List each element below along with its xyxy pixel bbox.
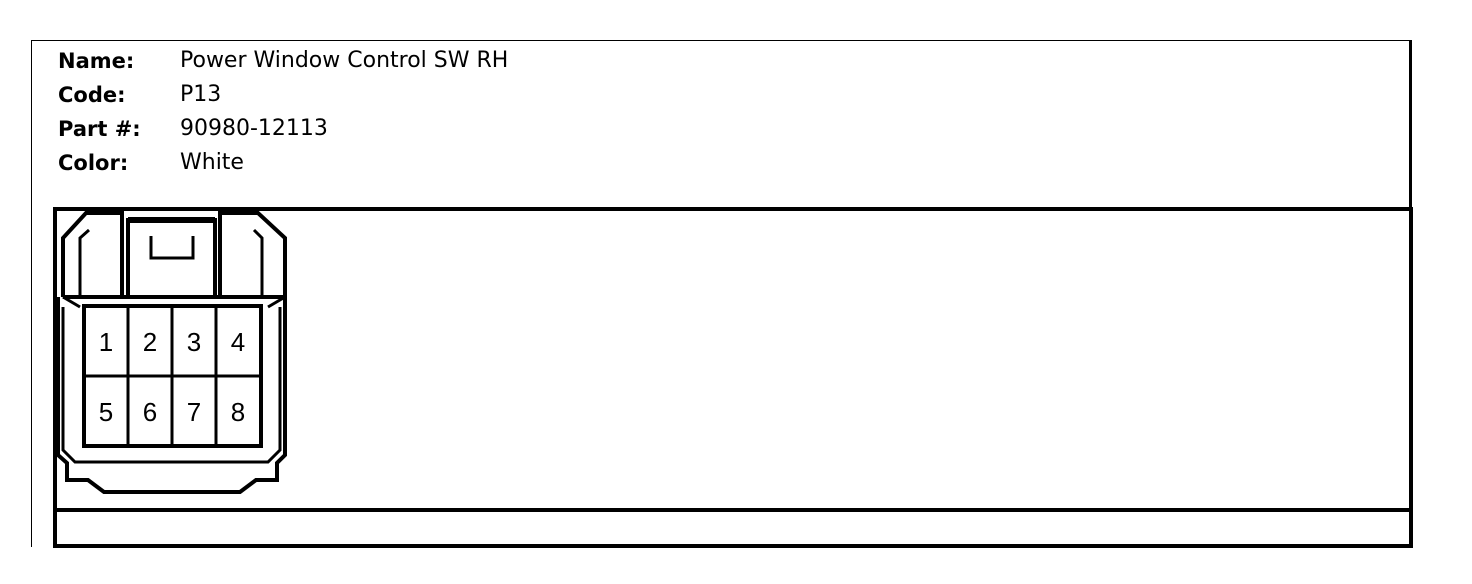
- pin-6: 6: [143, 397, 157, 427]
- center-lock-key: [149, 236, 195, 260]
- connector-housing: [56, 295, 287, 494]
- color-label: Color:: [58, 151, 129, 175]
- left-latch-inner: [78, 228, 90, 297]
- right-latch-tab: [218, 211, 287, 297]
- pin-4: 4: [231, 327, 245, 357]
- name-label: Name:: [58, 49, 135, 73]
- connector-view-box: [53, 207, 1413, 548]
- pin-1: 1: [99, 327, 113, 357]
- code-value: P13: [180, 82, 222, 107]
- left-latch-tab: [61, 211, 124, 297]
- pin-5: 5: [99, 397, 113, 427]
- part-value: 90980-12113: [180, 116, 328, 141]
- color-value: White: [180, 150, 244, 175]
- name-value: Power Window Control SW RH: [180, 48, 509, 73]
- connector-view-divider: [53, 508, 1413, 512]
- pin-8: 8: [231, 397, 245, 427]
- part-label: Part #:: [58, 117, 141, 141]
- right-latch-inner: [252, 228, 264, 297]
- connector-cavity: [61, 307, 282, 464]
- pin-3: 3: [187, 327, 201, 357]
- pin-2: 2: [143, 327, 157, 357]
- code-label: Code:: [58, 83, 126, 107]
- pin-7: 7: [187, 397, 201, 427]
